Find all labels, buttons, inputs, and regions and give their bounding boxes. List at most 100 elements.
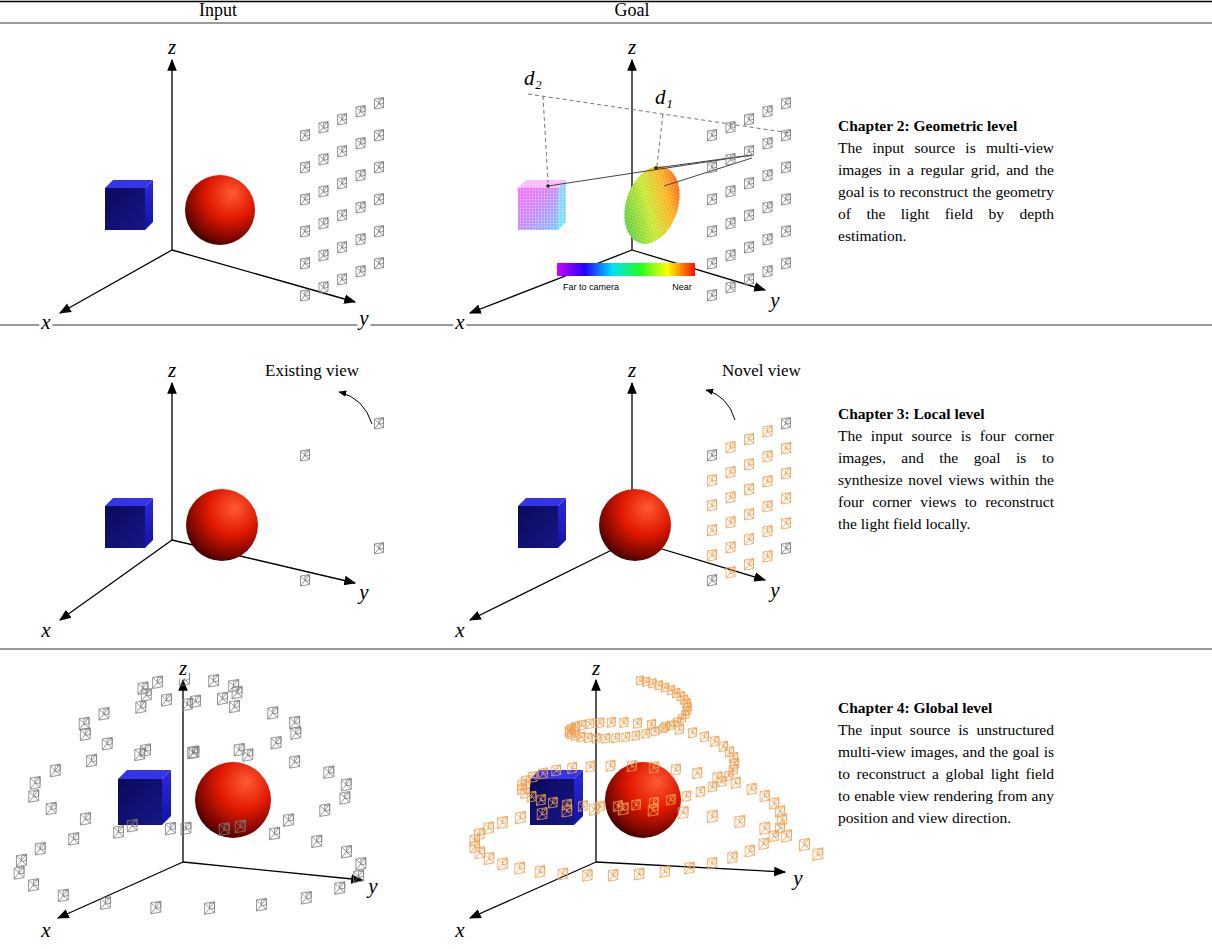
camera-icon — [745, 509, 754, 521]
axis-label: x — [453, 620, 466, 641]
camera-icon — [29, 879, 39, 892]
camera-icon — [219, 823, 229, 836]
camera-icon — [375, 130, 384, 142]
camera-icon — [586, 719, 594, 729]
camera-icon — [747, 783, 756, 795]
camera-icon — [728, 852, 737, 864]
chapter-heading: Chapter 4: Global level — [838, 697, 1054, 719]
camera-icon — [301, 194, 310, 206]
depth-lines — [528, 94, 790, 188]
column-header: Input — [199, 1, 237, 19]
camera-icon — [782, 130, 791, 142]
camera-icon — [151, 901, 161, 914]
cube — [105, 180, 583, 825]
camera-icon — [678, 806, 688, 818]
camera-icon — [782, 258, 791, 270]
camera-icon — [14, 867, 24, 880]
camera-icon — [301, 258, 310, 270]
camera-icon — [319, 154, 328, 166]
camera-icon — [682, 791, 690, 802]
camera-icon — [632, 799, 640, 810]
camera-icon — [375, 418, 384, 430]
camera-icon — [537, 808, 547, 820]
camera-icon — [711, 736, 719, 746]
camera-icon — [745, 274, 754, 286]
camera-icon — [763, 202, 772, 214]
color-bar-label: Far to camera — [562, 283, 620, 292]
camera-icon — [708, 575, 717, 587]
camera-icon — [770, 798, 779, 810]
camera-icon — [102, 737, 112, 750]
camera-icon — [763, 476, 772, 488]
camera-icon — [649, 762, 658, 773]
camera-icon — [673, 688, 680, 697]
chapter-description: The input source is unstructured multi-v… — [838, 719, 1054, 829]
camera-icon — [612, 733, 620, 743]
camera-icon — [235, 820, 245, 833]
camera-icon — [745, 534, 754, 546]
camera-icon — [667, 794, 675, 805]
camera-icon — [516, 811, 526, 823]
axis-label: z — [177, 658, 189, 679]
camera-icon — [586, 761, 595, 772]
camera-icon — [708, 550, 717, 562]
camera-icon — [301, 290, 310, 302]
camera-icon — [660, 866, 669, 878]
camera-icon — [484, 822, 494, 834]
axis-label: y — [357, 582, 370, 603]
camera-icon — [338, 242, 347, 254]
column-header: Goal — [615, 1, 650, 19]
camera-icon — [782, 518, 791, 530]
camera-icon — [726, 467, 735, 479]
camera-icon — [515, 862, 524, 874]
axis-label: z — [166, 360, 178, 381]
axis-label: x — [39, 312, 52, 333]
camera-icon — [232, 686, 242, 699]
camera-icon — [708, 450, 717, 462]
camera-icon — [745, 178, 754, 190]
camera-icon — [763, 138, 772, 150]
camera-icon — [589, 803, 599, 815]
camera-icon — [708, 290, 717, 302]
camera-icon — [782, 226, 791, 238]
camera-icon — [726, 442, 735, 454]
camera-icon — [726, 517, 735, 529]
camera-icon — [769, 830, 778, 842]
camera-icon — [726, 567, 735, 579]
axis-label: y — [791, 868, 804, 889]
camera-icon — [375, 162, 384, 174]
camera-icon — [596, 718, 604, 728]
camera-icon — [356, 202, 365, 214]
color-bar — [557, 263, 695, 276]
camera-icon — [484, 852, 493, 864]
camera-icon — [356, 106, 365, 118]
camera-icon — [356, 234, 365, 246]
camera-icon — [696, 786, 704, 797]
camera-icon — [579, 800, 588, 811]
camera-icon — [338, 114, 347, 126]
camera-icon — [205, 902, 215, 915]
camera-icon — [230, 700, 240, 713]
camera-icon — [338, 210, 347, 222]
camera-icon — [760, 790, 769, 802]
camera-icon — [141, 744, 151, 757]
camera-icon — [375, 543, 384, 555]
camera-icon — [675, 724, 683, 734]
camera-icon — [708, 525, 717, 537]
camera-icon — [763, 526, 772, 538]
camera-icon — [726, 542, 735, 554]
camera-icon — [650, 797, 658, 808]
camera-icon — [301, 130, 310, 142]
camera-icon — [593, 733, 601, 743]
camera-icon — [813, 848, 823, 861]
camera-icon — [319, 250, 328, 262]
camera-icon — [153, 676, 163, 689]
chapter-description: The input source is multi-view images in… — [838, 137, 1054, 247]
callout-text: Existing view — [265, 362, 359, 379]
camera-icon — [578, 720, 586, 730]
camera-icon — [528, 771, 537, 782]
point-cloud-cube — [518, 180, 566, 230]
camera-icon — [470, 841, 480, 853]
camera-icon — [35, 842, 45, 855]
camera-icon — [562, 805, 572, 817]
